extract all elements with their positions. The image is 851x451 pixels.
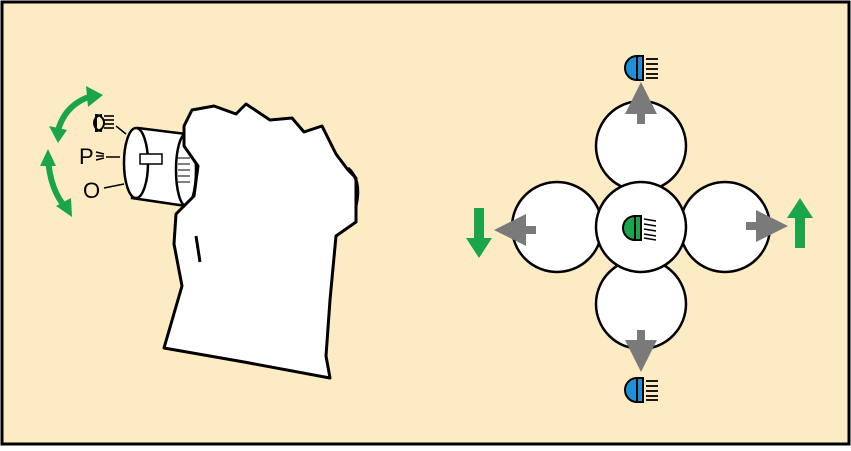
hand-thumb-edge [346,166,360,207]
rotate-down-arrowhead-top [40,149,56,166]
rotate-up-arrowhead-top [86,86,103,107]
green-up-arrow [787,198,813,248]
hand-finger-line [194,235,202,263]
headlight-icon [93,113,114,133]
rotary-switch-illustration: P O [40,86,360,380]
headlight-low-beam-icon [622,214,657,242]
hand [162,102,358,380]
rotate-down-arrowhead-bottom [56,198,72,217]
green-down-arrow [466,208,492,258]
lever-direction-diagram [466,54,813,404]
headlight-high-beam-icon-bottom [624,376,658,404]
switch-barrel [122,126,198,208]
headlight-high-beam-icon-top [624,54,658,82]
rotate-up-arrowhead-bottom [49,126,67,143]
parking-light-icon [95,151,105,161]
position-label-parking: P [79,144,94,169]
position-label-off: O [83,178,100,203]
